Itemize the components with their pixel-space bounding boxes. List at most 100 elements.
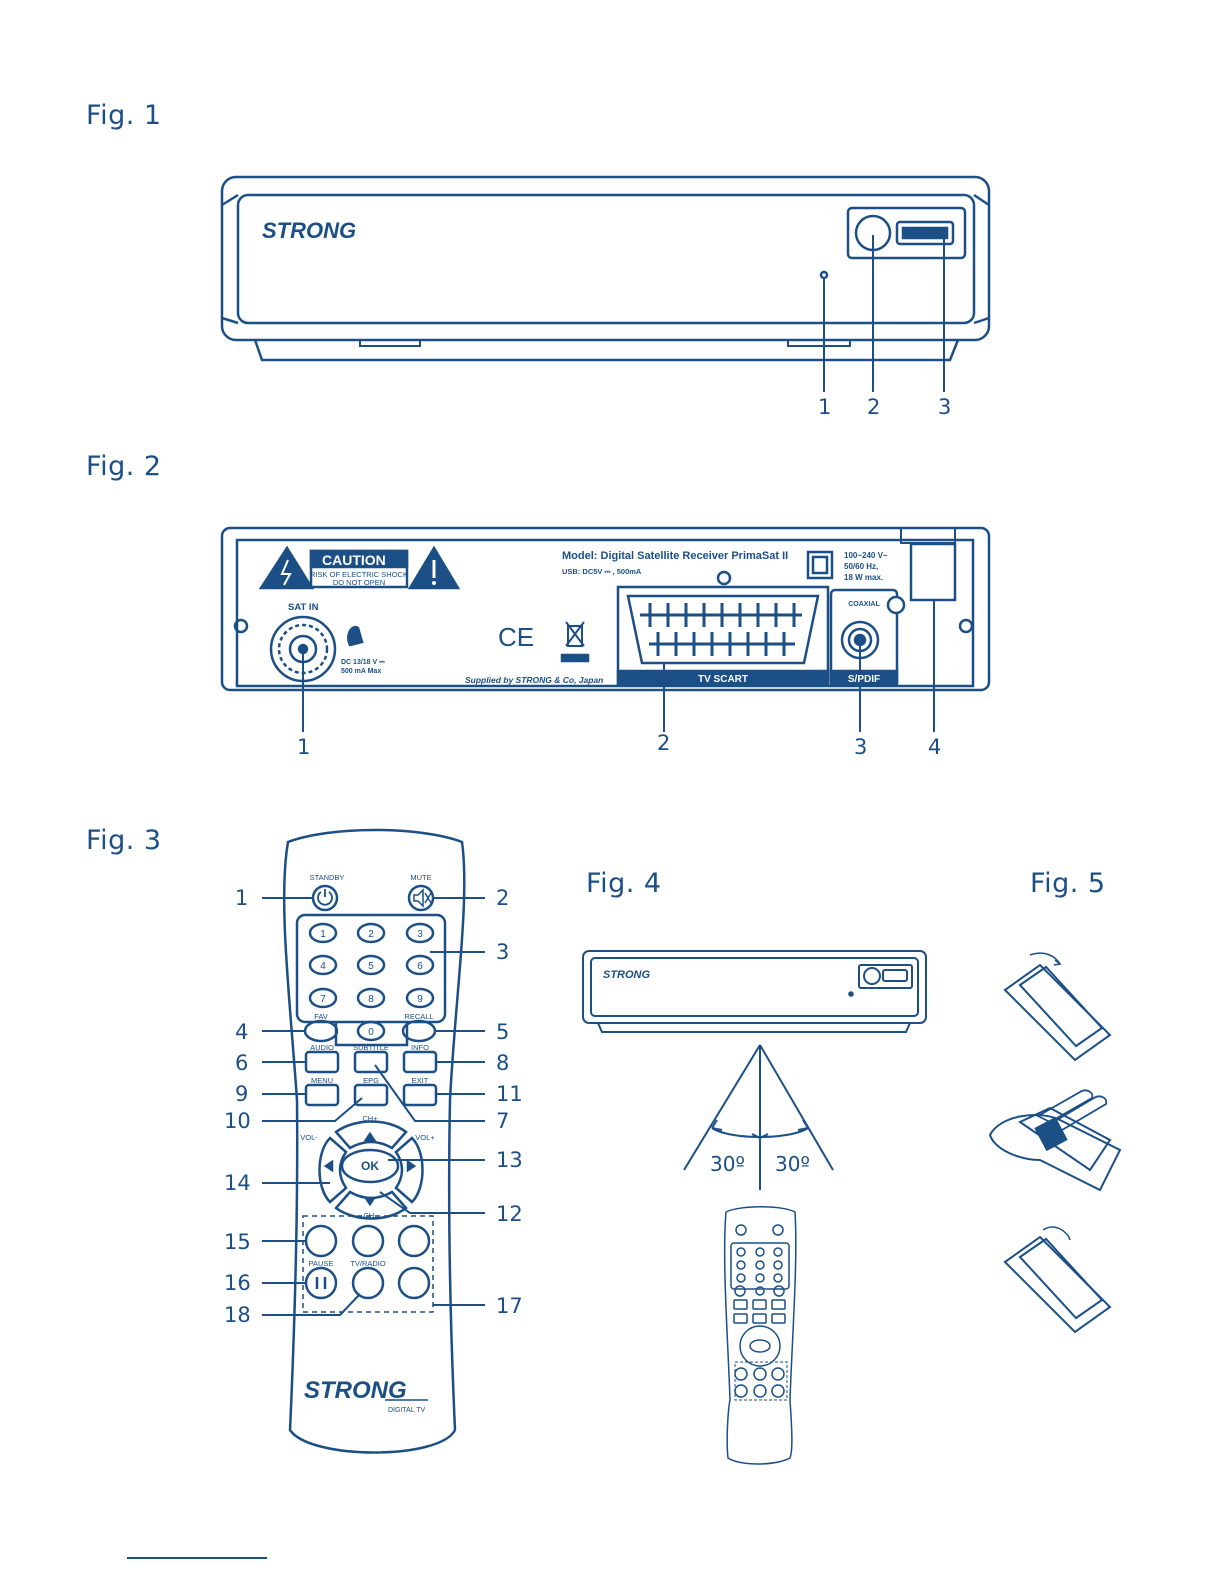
power-icon xyxy=(317,889,333,906)
fig3-callout-4: 4 xyxy=(235,1020,248,1044)
record-button[interactable] xyxy=(304,1224,338,1258)
info-label: INFO xyxy=(411,1043,429,1052)
tv-radio-button[interactable] xyxy=(351,1266,385,1300)
digit-5-button[interactable] xyxy=(356,954,386,976)
pause-button[interactable] xyxy=(304,1266,338,1300)
standby-button[interactable] xyxy=(311,884,339,912)
recall-label: RECALL xyxy=(404,1012,433,1021)
digit-2-button[interactable] xyxy=(356,922,386,944)
pause-label: PAUSE xyxy=(309,1259,334,1268)
fig3-callout-10: 10 xyxy=(224,1109,251,1133)
fig3-callout-13: 13 xyxy=(496,1148,523,1172)
fig3-callout-1: 1 xyxy=(235,886,248,910)
digit-7-label: 7 xyxy=(320,994,326,1005)
fig3-callout-16: 16 xyxy=(224,1271,251,1295)
fig4-angle-left: 30º xyxy=(710,1152,745,1176)
digit-0-label: 0 xyxy=(368,1027,374,1038)
fig3-callout-2: 2 xyxy=(496,886,509,910)
fig3-callout-6: 6 xyxy=(235,1051,248,1075)
fig2-coaxial-label: COAXIAL xyxy=(848,601,880,608)
digit-4-button[interactable] xyxy=(308,954,338,976)
fig1-callout-1: 1 xyxy=(818,395,831,419)
fig2-callout-3: 3 xyxy=(854,735,867,759)
fig1-title: Fig. 1 xyxy=(86,100,162,131)
fig5-title: Fig. 5 xyxy=(1030,868,1106,899)
fig1-brand-logo: STRONG xyxy=(262,218,356,243)
vol-down-label: VOL- xyxy=(300,1133,318,1142)
fig1-callout-2: 2 xyxy=(867,395,880,419)
fig1-front-panel xyxy=(220,175,991,392)
footer-rule xyxy=(127,1557,267,1559)
digit-6-button[interactable] xyxy=(405,954,435,976)
fig3-callout-17: 17 xyxy=(496,1294,523,1318)
fig5-step3-close-cover xyxy=(1003,1226,1112,1334)
digit-1-button[interactable] xyxy=(308,922,338,944)
fig2-power-line1: 100~240 V~ xyxy=(844,551,888,560)
fig3-callout-12: 12 xyxy=(496,1202,523,1226)
fig3-callout-8: 8 xyxy=(496,1051,509,1075)
fig5-step1-open-cover xyxy=(1003,952,1112,1062)
digit-3-label: 3 xyxy=(417,929,423,940)
audio-button[interactable] xyxy=(304,1050,340,1074)
option-button[interactable] xyxy=(397,1266,431,1300)
fig3-callout-lines xyxy=(262,897,485,1316)
digit-0-button[interactable] xyxy=(356,1020,386,1042)
pause-icon xyxy=(315,1277,327,1289)
stop-button[interactable] xyxy=(351,1224,385,1258)
fig2-ce-mark: CE xyxy=(498,622,534,652)
epg-button[interactable] xyxy=(353,1083,389,1107)
fig3-callout-7: 7 xyxy=(496,1109,509,1133)
digit-8-label: 8 xyxy=(368,994,374,1005)
fig4-title: Fig. 4 xyxy=(586,868,662,899)
fig3-callout-18: 18 xyxy=(224,1303,251,1327)
remote-brand-logo: STRONG xyxy=(304,1377,407,1404)
fig2-title: Fig. 2 xyxy=(86,451,162,482)
fig4-remote xyxy=(723,1206,797,1465)
mute-button[interactable] xyxy=(407,884,435,912)
fig2-callout-2: 2 xyxy=(657,731,670,755)
digit-3-button[interactable] xyxy=(405,922,435,944)
remote-brand-sub: DIGITAL TV xyxy=(388,1407,426,1414)
digit-8-button[interactable] xyxy=(356,987,386,1009)
fig2-power-line3: 18 W max. xyxy=(844,573,883,582)
fig2-sat-in-label: SAT IN xyxy=(288,602,319,613)
tv-radio-label: TV/RADIO xyxy=(350,1259,386,1268)
digit-2-label: 2 xyxy=(368,929,374,940)
menu-button[interactable] xyxy=(304,1083,340,1107)
fig2-callout-1: 1 xyxy=(297,735,310,759)
fig2-spdif-label: S/PDIF xyxy=(848,674,880,685)
digit-7-button[interactable] xyxy=(308,987,338,1009)
ok-button[interactable] xyxy=(340,1148,400,1184)
menu-label: MENU xyxy=(311,1076,333,1085)
mute-label: MUTE xyxy=(410,873,431,882)
fig4-brand-logo: STRONG xyxy=(603,969,651,981)
ok-label: OK xyxy=(361,1159,379,1173)
exit-button[interactable] xyxy=(402,1083,438,1107)
digit-9-label: 9 xyxy=(417,994,423,1005)
subtitle-button[interactable] xyxy=(353,1050,389,1074)
fig4-receiver xyxy=(582,950,927,1033)
fav-button[interactable] xyxy=(303,1019,339,1043)
fig2-supplied-label: Supplied by STRONG & Co, Japan xyxy=(465,675,603,685)
fig3-callout-14: 14 xyxy=(224,1171,251,1195)
exit-label: EXIT xyxy=(412,1076,429,1085)
fig3-callout-9: 9 xyxy=(235,1082,248,1106)
digit-1-label: 1 xyxy=(320,929,326,940)
fig2-dc-line1: DC 13/18 V ⎓ xyxy=(341,659,385,666)
fig2-dc-line2: 500 mA Max xyxy=(341,668,381,675)
fig2-caution-line1: RISK OF ELECTRIC SHOCK xyxy=(310,570,408,579)
fig3-callout-15: 15 xyxy=(224,1230,251,1254)
play-button[interactable] xyxy=(397,1224,431,1258)
fav-label: FAV xyxy=(314,1012,328,1021)
epg-label: EPG xyxy=(363,1076,379,1085)
fig3-callout-3: 3 xyxy=(496,940,509,964)
fig1-callout-3: 3 xyxy=(938,395,951,419)
mute-icon xyxy=(413,888,432,908)
fig2-caution-line2: DO NOT OPEN xyxy=(333,578,385,587)
info-button[interactable] xyxy=(402,1050,438,1074)
ch-down-label: CH- xyxy=(363,1211,377,1220)
digit-9-button[interactable] xyxy=(405,987,435,1009)
fig4-angle-diagram xyxy=(683,1044,834,1190)
digit-5-label: 5 xyxy=(368,961,374,972)
